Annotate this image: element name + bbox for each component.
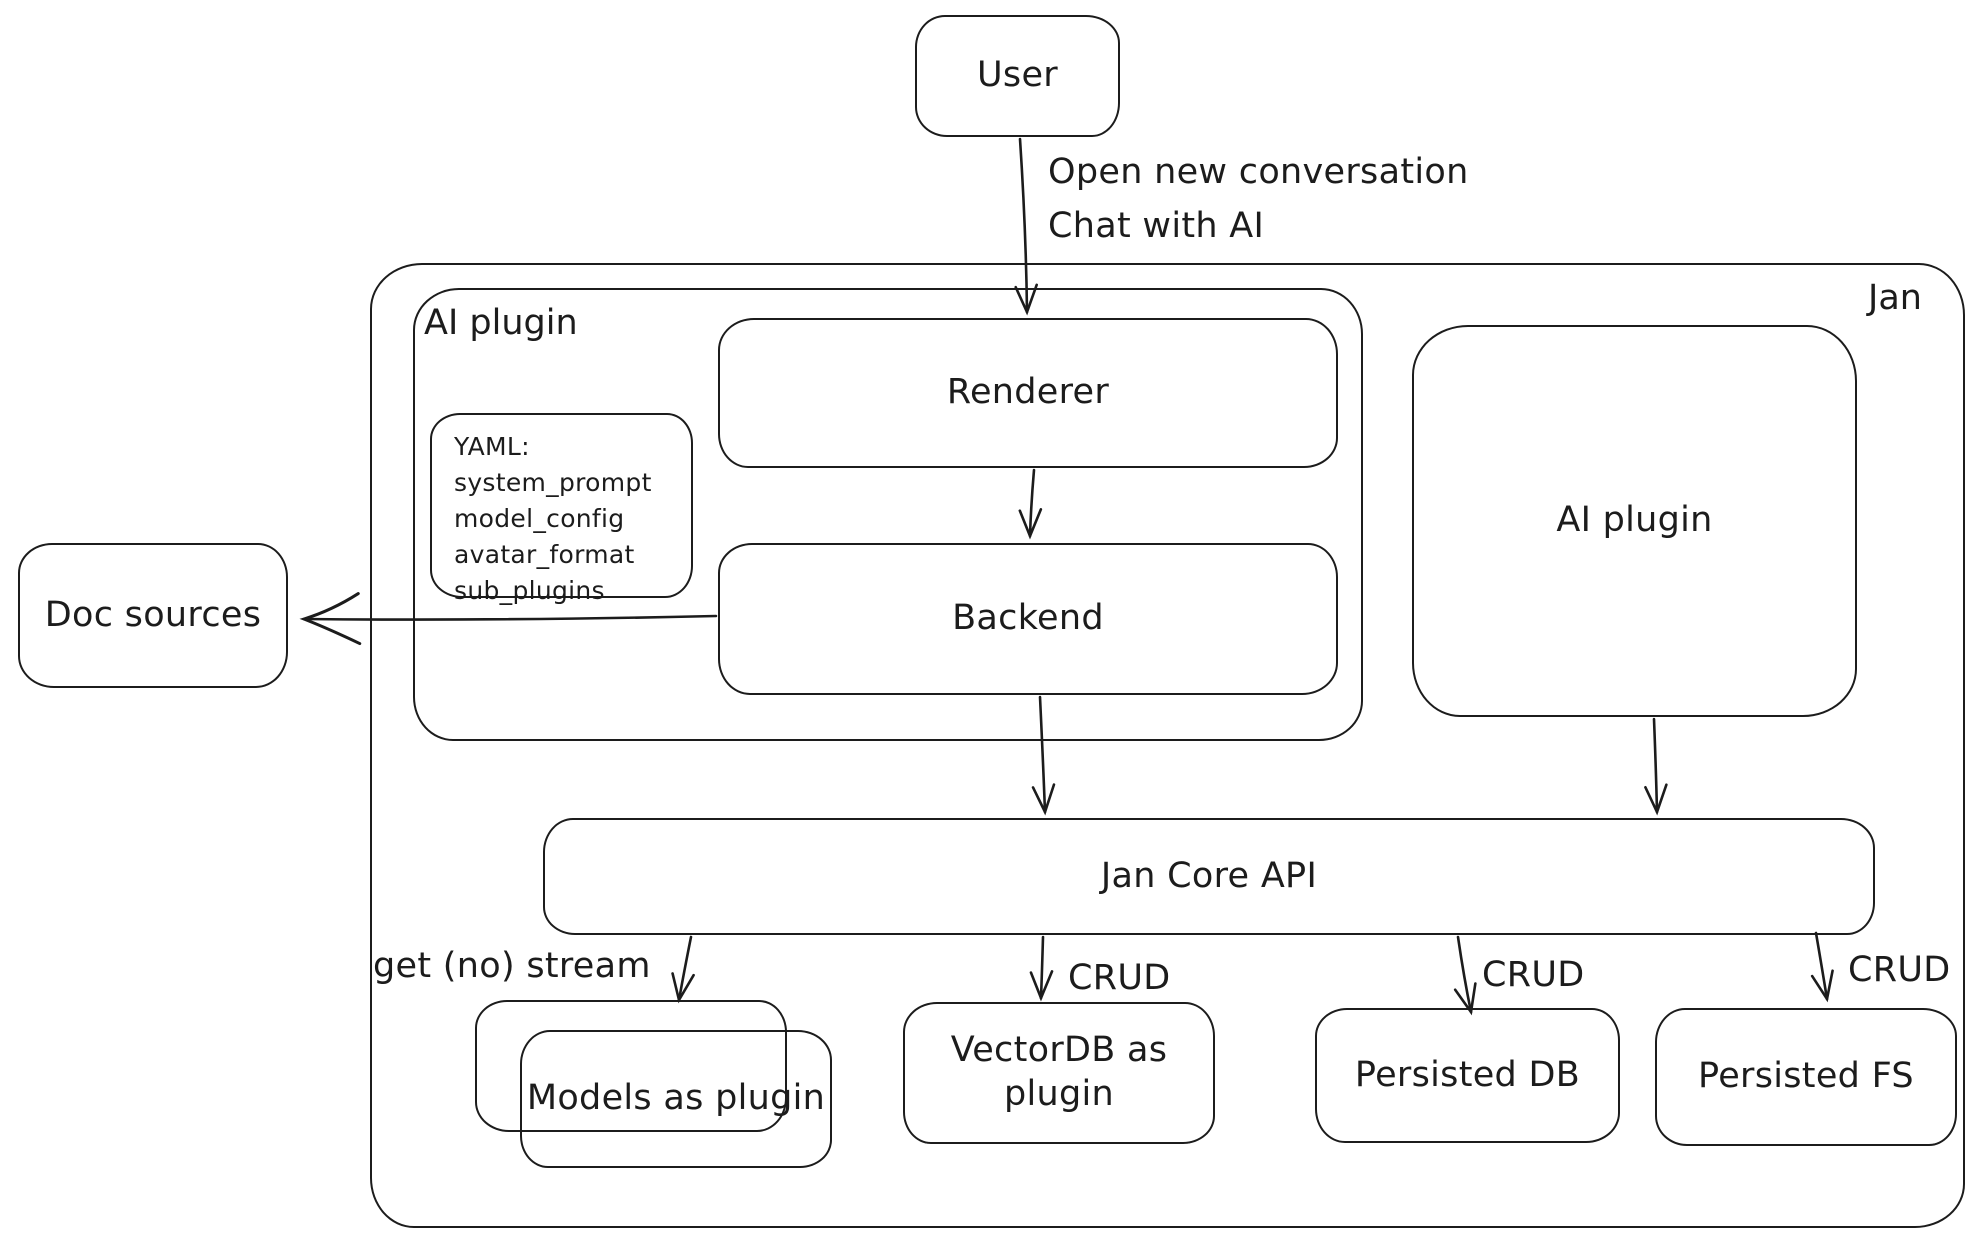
yaml-note-line: avatar_format xyxy=(454,540,635,569)
persisted-db-node: Persisted DB xyxy=(1315,1008,1620,1143)
backend-node-label: Backend xyxy=(952,598,1104,639)
yaml-note-line: YAML: xyxy=(454,432,530,461)
edge-label-open-conversation-line1: Open new conversation xyxy=(1048,152,1469,192)
vectordb-plugin-node: VectorDB as plugin xyxy=(903,1002,1215,1144)
doc-sources-node: Doc sources xyxy=(18,543,288,688)
persisted-db-node-label: Persisted DB xyxy=(1354,1054,1581,1095)
edge-label-open-conversation: Open new conversation Chat with AI xyxy=(1048,145,1469,254)
ai-plugin-group-container xyxy=(413,288,1363,741)
user-node: User xyxy=(915,15,1120,137)
renderer-node-label: Renderer xyxy=(946,372,1110,413)
edge-label-open-conversation-line2: Chat with AI xyxy=(1048,206,1265,247)
jan-core-api-node: Jan Core API xyxy=(543,818,1875,935)
user-node-label: User xyxy=(977,55,1058,96)
yaml-note: YAML: system_prompt model_config avatar_… xyxy=(430,413,693,605)
models-plugin-back-box xyxy=(475,1000,787,1132)
edge-label-crud-persisted-db: CRUD xyxy=(1482,955,1585,995)
vectordb-plugin-node-label: VectorDB as plugin xyxy=(950,1030,1168,1114)
models-plugin-node: Models as plugin xyxy=(520,1030,832,1168)
ai-plugin-group-label: AI plugin xyxy=(424,303,578,343)
jan-core-api-node-label: Jan Core API xyxy=(1100,855,1318,896)
renderer-node: Renderer xyxy=(718,318,1338,468)
persisted-fs-node-label: Persisted FS xyxy=(1698,1056,1914,1097)
edge-label-get-no-stream: get (no) stream xyxy=(373,946,651,986)
models-plugin-node-label: Models as plugin xyxy=(526,1078,826,1119)
edge-label-crud-persisted-fs: CRUD xyxy=(1848,950,1951,990)
jan-container xyxy=(370,263,1965,1228)
jan-container-label: Jan xyxy=(1868,278,1922,318)
edge-label-crud-vectordb: CRUD xyxy=(1068,958,1171,998)
ai-plugin-node: AI plugin xyxy=(1412,325,1857,717)
persisted-fs-node: Persisted FS xyxy=(1655,1008,1957,1146)
backend-node: Backend xyxy=(718,543,1338,695)
yaml-note-line: sub_plugins xyxy=(454,576,605,605)
doc-sources-node-label: Doc sources xyxy=(44,594,262,635)
yaml-note-line: system_prompt xyxy=(454,468,652,497)
ai-plugin-node-label: AI plugin xyxy=(1556,500,1713,541)
yaml-note-line: model_config xyxy=(454,504,625,533)
